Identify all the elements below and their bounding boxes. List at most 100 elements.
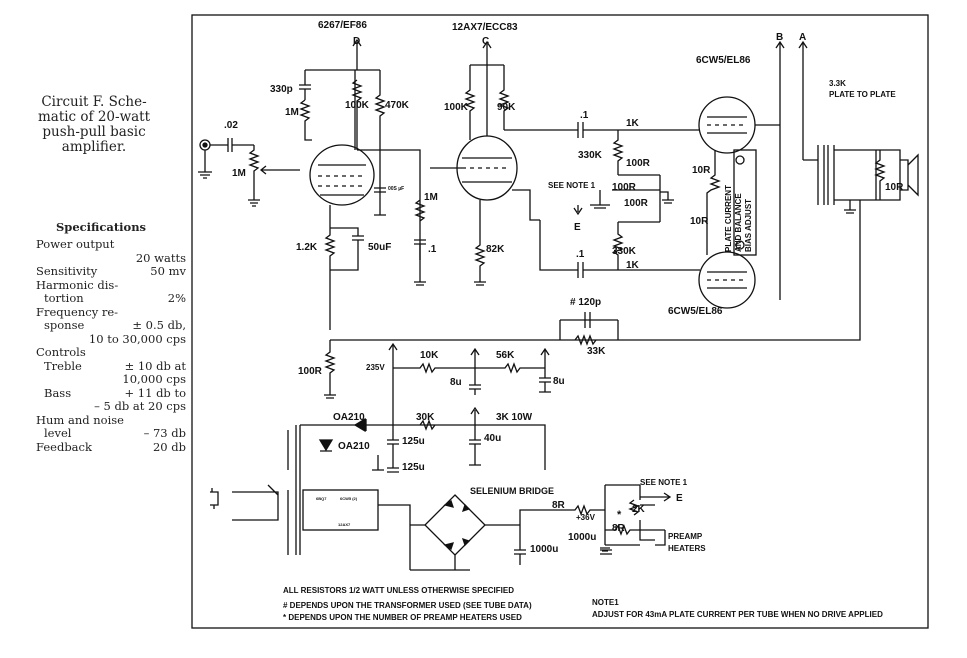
xfmr-label-2: PLATE TO PLATE: [829, 90, 896, 99]
cap-1000u-b: [600, 549, 612, 555]
ef86-grids: [318, 164, 366, 187]
spec-label: Power output: [36, 237, 115, 251]
tube-el86-bottom-label: 6CW5/EL86: [668, 306, 723, 317]
figure-caption: Circuit F. Sche- matic of 20-watt push-p…: [14, 95, 174, 155]
specs-heading: Specifications: [56, 220, 147, 234]
see-note-ps-label: SEE NOTE 1: [640, 478, 688, 487]
grid-resistor-330k-bot: [612, 222, 624, 270]
res-100r-a-label: 100R: [626, 158, 651, 169]
res-1-2k-label: 1.2K: [296, 242, 318, 253]
ef86-tube-icon: [309, 144, 375, 206]
preamp-label-1: PREAMP: [668, 532, 703, 541]
output-transformer-icon: [803, 145, 835, 205]
feedback-cap-330p: [299, 70, 311, 100]
output-load-10r: [874, 150, 886, 200]
input-jack-center: [202, 142, 208, 148]
cap-8u-b: [539, 347, 551, 393]
caption-line: matic of 20-watt: [37, 109, 151, 125]
spec-label: sponse: [44, 318, 85, 332]
res-100r-c-label: 100R: [624, 198, 649, 209]
bridge-diodes: [443, 499, 471, 551]
caption-line: Circuit F. Sche-: [41, 94, 147, 110]
spec-row: Harmonic dis-: [36, 277, 186, 293]
cap-125u-b-label: 125u: [402, 462, 425, 473]
grid-resistor-330k-top: [612, 130, 624, 175]
note1-title: NOTE1: [592, 598, 619, 607]
mains-switch-fuse: [232, 484, 279, 521]
low-voltage-supply: [378, 504, 605, 571]
bias-label-1: PLATE CURRENT: [724, 185, 733, 252]
res-1k-bot-label: 1K: [626, 260, 640, 271]
volume-pot: [248, 145, 260, 207]
spec-value: 10,000 cps: [122, 372, 186, 386]
res-100k-a-label: 100K: [345, 100, 370, 111]
spec-row: 10,000 cps: [36, 372, 186, 387]
diode-oa210-b: [318, 439, 334, 452]
spec-value: 20 watts: [135, 250, 186, 265]
cap-125u-b: [387, 455, 399, 473]
v-235-label: 235V: [366, 363, 385, 372]
preamp-heater-feed: [600, 484, 655, 552]
res-100r-b-label: 100R: [612, 182, 637, 193]
ground-icon: [198, 150, 212, 179]
cathode-resistor-1-2k: [324, 205, 336, 330]
spec-row: Treble ± 10 db at: [36, 358, 186, 374]
ecc83-plate-supply: [470, 40, 504, 136]
node-a-label: A: [799, 32, 806, 43]
spec-value: 10 to 30,000 cps: [88, 331, 186, 346]
ef86-plate-supply: [305, 38, 380, 150]
star-label: *: [617, 509, 622, 521]
spec-label: Treble: [44, 358, 82, 373]
spec-label: tortion: [44, 291, 84, 305]
spec-row: 20 watts: [36, 250, 186, 266]
cap-01-mid-label: .1: [428, 244, 437, 255]
node-e-ps-label: E: [676, 493, 683, 504]
el86-bottom-elements: [707, 271, 747, 289]
cap-1000u-a-label: 1000u: [530, 544, 558, 555]
see-note-label: SEE NOTE 1: [548, 181, 596, 190]
heater-trim-2k: [628, 499, 655, 541]
spec-row: Frequency re-: [36, 304, 186, 320]
spec-row: – 5 db at 20 cps: [36, 399, 186, 414]
diode-2-label: OA210: [338, 441, 370, 452]
cap-small-label: 00S µF: [388, 186, 404, 192]
spec-value: + 11 db to: [124, 385, 186, 400]
plate-resistor-100k-b: [464, 65, 476, 140]
res-100r-fb-label: 100R: [298, 366, 323, 377]
bias-adjust-box: [733, 149, 757, 256]
spec-value: ± 10 db at: [124, 358, 186, 373]
node-e-arrow: [573, 205, 583, 216]
bias-network: [590, 174, 660, 223]
coupling-cap-top: [570, 122, 700, 138]
bias-ground: [659, 175, 674, 222]
pot-1m-label: 1M: [232, 168, 246, 179]
spec-label: Harmonic dis-: [36, 277, 119, 292]
mains-plug-icon: [210, 488, 219, 509]
feedback-line: [330, 200, 861, 341]
res-1m-fb-label: 1M: [285, 107, 299, 118]
res-1m-grid-label: 1M: [424, 192, 438, 203]
res-3k-label: 3K 10W: [496, 412, 533, 423]
selenium-bridge-icon: [424, 494, 486, 556]
cap-02-label: .02: [224, 120, 238, 131]
ecc83-wiring: [430, 129, 570, 221]
cap-01-top-label: .1: [580, 110, 589, 121]
spec-value: – 5 db at 20 cps: [94, 399, 186, 413]
spec-row: level– 73 db: [36, 426, 186, 441]
spec-label: Frequency re-: [36, 304, 119, 319]
coupling-cap-01: [414, 239, 426, 286]
cap-125u-a-label: 125u: [402, 436, 425, 447]
heater-label-a: 6BQ7: [316, 496, 327, 501]
heater-label-c: 12AX7: [338, 522, 351, 527]
input-capacitor: [210, 138, 254, 152]
feedback-resistor-1m: [299, 99, 312, 141]
cap-330p-label: 330p: [270, 84, 293, 95]
xfmr-label-1: 3.3K: [829, 79, 846, 88]
spec-label: Bass: [44, 385, 72, 400]
res-100k-b-label: 100K: [444, 102, 469, 113]
feedback-resistor-33k: [574, 334, 597, 346]
selenium-label: SELENIUM BRIDGE: [470, 486, 554, 496]
